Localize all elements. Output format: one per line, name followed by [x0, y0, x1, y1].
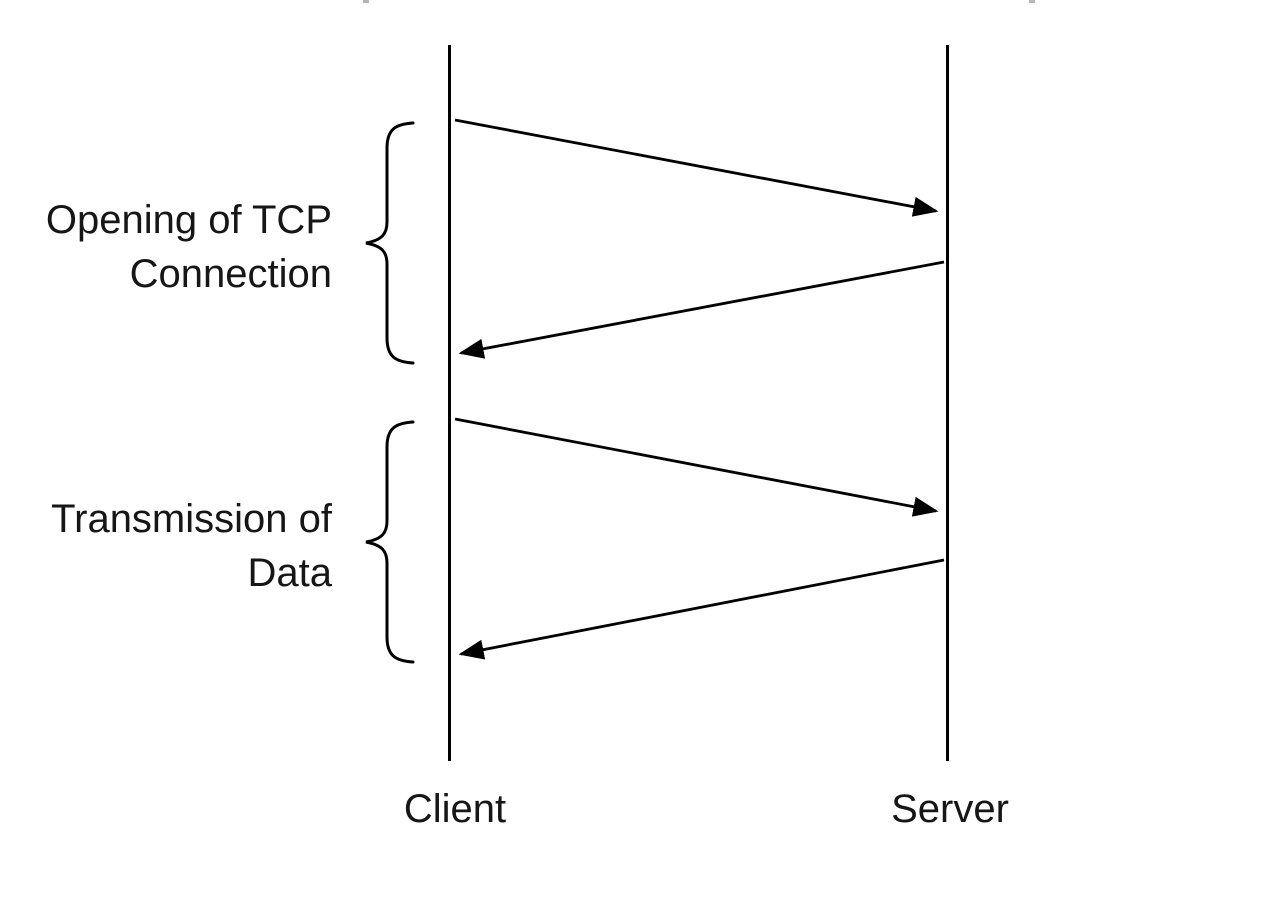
section-label-opening-line1: Opening of TCP [45, 198, 332, 242]
section-label-opening-line2: Connection [129, 252, 332, 296]
section-label-transmission: Transmission of Data [0, 492, 332, 600]
cropped-text-artifact-left [363, 0, 369, 3]
message-arrow-server-to-client-1 [458, 260, 945, 359]
brace-opening-section [365, 121, 415, 365]
section-label-transmission-line1: Transmission of [51, 497, 332, 541]
cropped-text-artifact-right [1029, 0, 1035, 3]
message-arrow-client-to-server-2 [454, 417, 939, 517]
message-arrow-server-to-client-2 [458, 558, 945, 660]
client-lifeline-label: Client [403, 787, 507, 831]
server-lifeline-label: Server [891, 787, 1009, 831]
brace-transmission-section [365, 420, 415, 664]
message-arrow-client-to-server-1 [454, 118, 939, 217]
section-label-opening: Opening of TCP Connection [0, 193, 332, 301]
section-label-transmission-line2: Data [247, 551, 333, 595]
